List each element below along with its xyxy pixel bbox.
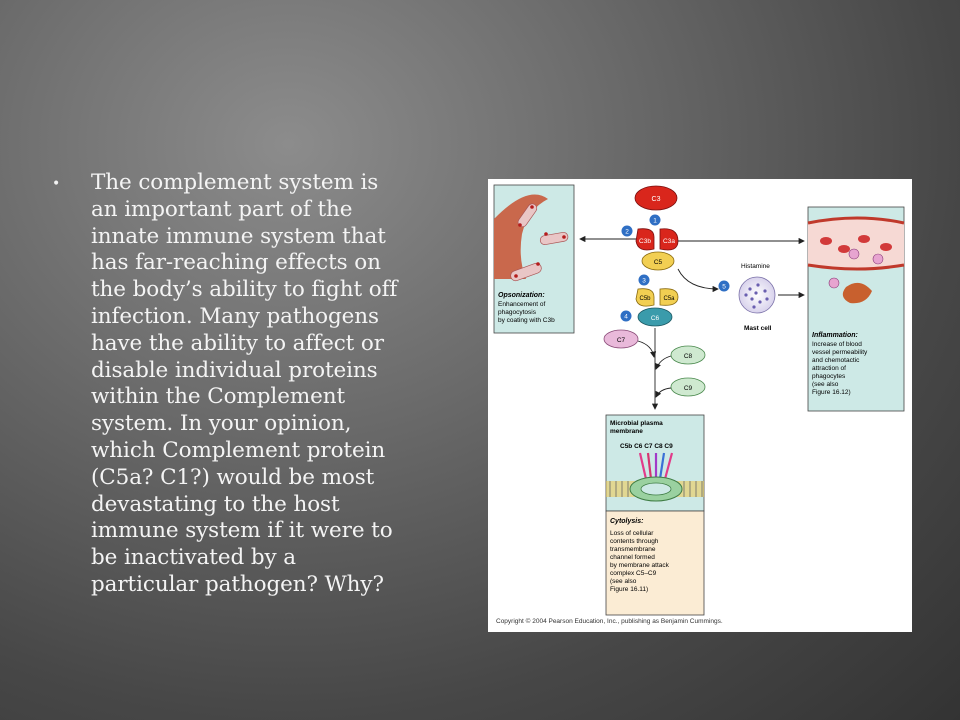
c6-protein: C6 [637,307,673,327]
inflammation-line-6: (see also [812,381,839,388]
opsonization-line-2: phagocytosis [498,309,537,316]
c5b-protein: C5b [635,288,655,307]
c9-protein: C9 [670,377,706,397]
cytolysis-line-3: transmembrane [610,546,656,553]
c8-protein: C8 [670,345,706,365]
svg-text:C5: C5 [654,259,663,266]
membrane-panel: Microbial plasma membrane C5b C6 C7 C8 C… [605,414,705,512]
svg-text:C8: C8 [684,353,693,360]
cytolysis-panel: Cytolysis: Loss of cellular contents thr… [605,510,705,616]
cytolysis-line-4: channel formed [610,554,655,561]
opsonization-panel: Opsonization: Enhancement of phagocytosi… [493,184,575,334]
mac-protein-strands [638,452,674,480]
inflammation-title: Inflammation: [812,332,858,339]
svg-text:C3a: C3a [663,238,675,245]
bullet-marker: • [52,176,61,192]
svg-text:C7: C7 [617,337,626,344]
svg-text:C6: C6 [651,315,660,322]
c5-protein: C5 [641,251,675,271]
svg-text:C3b: C3b [639,238,651,245]
cytolysis-line-7: (see also [610,578,637,585]
cytolysis-line-6: complex C5–C9 [610,570,657,577]
svg-text:C5a: C5a [663,296,675,302]
membrane-line-2: membrane [610,428,643,435]
phagocyte-shape [494,194,548,279]
inflammation-line-4: attraction of [812,365,846,372]
opsonization-line-1: Enhancement of [498,301,546,308]
svg-text:2: 2 [625,229,629,236]
inflammation-line-3: and chemotactic [812,357,860,364]
bacteria-group [510,203,569,282]
svg-text:C3: C3 [652,196,661,203]
step-5-marker: 5 [718,280,730,292]
svg-text:C5b: C5b [639,296,651,302]
cytolysis-title: Cytolysis: [610,518,643,525]
mac-complex-label: C5b C6 C7 C8 C9 [620,443,673,450]
svg-text:Mast cell: Mast cell [744,325,772,332]
step-2-marker: 2 [621,225,633,237]
step-1-marker: 1 [649,214,661,226]
svg-text:4: 4 [624,314,628,321]
membrane-line-1: Microbial plasma [610,420,663,427]
copyright-notice: Copyright © 2004 Pearson Education, Inc.… [496,618,723,625]
inflammation-line-5: phagocytes [812,373,846,380]
phagocyte-inflammation [842,282,872,304]
svg-text:3: 3 [642,278,646,285]
question-text: The complement system is an important pa… [91,170,398,597]
mast-cell: Mast cell [738,276,776,332]
histamine-label: Histamine [741,263,770,270]
c3-protein: C3 [634,185,678,211]
step-3-marker: 3 [638,274,650,286]
opsonization-line-3: by coating with C3b [498,317,555,324]
svg-text:5: 5 [722,284,726,291]
step-4-marker: 4 [620,310,632,322]
complement-diagram: Opsonization: Enhancement of phagocytosi… [488,179,912,632]
c7-protein: C7 [603,329,639,349]
c5a-protein: C5a [659,288,679,306]
c3a-protein: C3a [659,228,679,251]
inflammation-panel: Inflammation: Increase of blood vessel p… [807,206,905,412]
svg-text:1: 1 [653,218,657,225]
cascade-arrows [637,268,719,410]
lipid-bilayer [609,481,703,497]
cytolysis-line-5: by membrane attack [610,562,670,569]
cytolysis-line-1: Loss of cellular [610,530,654,537]
inflammation-line-2: vessel permeability [812,349,868,356]
inflammation-line-7: Figure 16.12) [812,389,851,396]
c3b-protein: C3b [635,228,655,251]
opsonization-title: Opsonization: [498,292,545,299]
cytolysis-line-2: contents through [610,538,659,545]
svg-text:C9: C9 [684,385,693,392]
cytolysis-line-8: Figure 16.11) [610,586,648,593]
inflammation-line-1: Increase of blood [812,341,862,348]
